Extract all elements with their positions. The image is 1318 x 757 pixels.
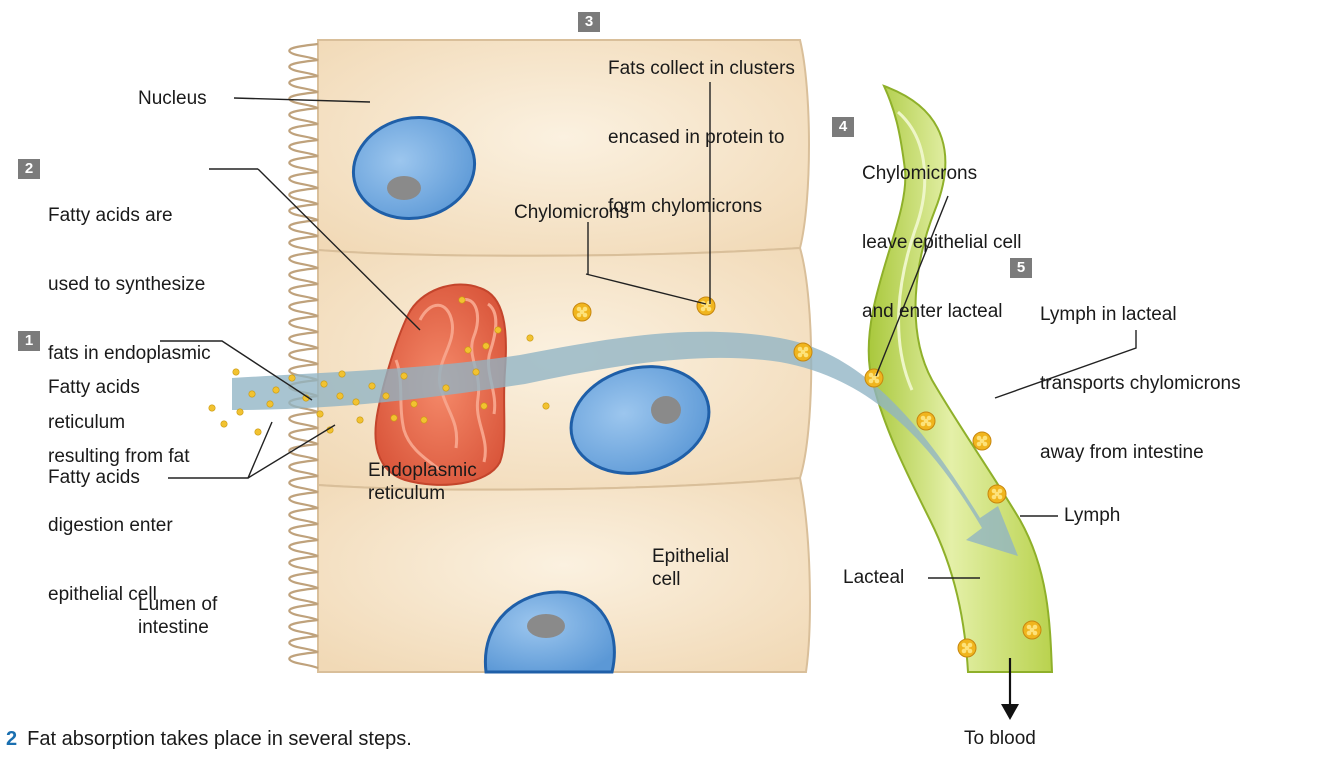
step-4-line: and enter lacteal — [862, 300, 1022, 323]
step-1-line: epithelial cell — [48, 583, 190, 606]
step-5-line: transports chylomicrons — [1040, 372, 1241, 395]
step-5-line: away from intestine — [1040, 441, 1241, 464]
fatty-acid-dot — [543, 403, 549, 409]
fatty-acid-dot — [495, 327, 501, 333]
epithelial-cell-label: Epithelial cell — [652, 545, 729, 591]
step-2: 2 Fatty acids are used to synthesize fat… — [18, 158, 211, 480]
step-5-line: Lymph in lacteal — [1040, 303, 1241, 326]
fatty-acid-dot — [401, 373, 407, 379]
step-3-line: encased in protein to — [608, 126, 795, 149]
chylomicron — [1023, 621, 1041, 639]
fatty-acid-dot — [255, 429, 261, 435]
step-3-text: Fats collect in clusters encased in prot… — [608, 11, 795, 264]
fatty-acid-dot — [391, 415, 397, 421]
fatty-acid-dot — [357, 417, 363, 423]
step-5: 5 Lymph in lacteal transports chylomicro… — [1010, 257, 1241, 510]
fatty-acid-dot — [339, 371, 345, 377]
fatty-acid-dot — [289, 375, 295, 381]
step-1-line: digestion enter — [48, 514, 190, 537]
nucleus-label: Nucleus — [138, 87, 207, 110]
fatty-acid-dot — [465, 347, 471, 353]
fatty-acid-dot — [267, 401, 273, 407]
caption-number: 2 — [6, 728, 17, 750]
fatty-acid-dot — [237, 409, 243, 415]
step-3-line: form chylomicrons — [608, 195, 795, 218]
epithelial-cell-label-line-1: Epithelial — [652, 545, 729, 568]
step-4-line: Chylomicrons — [862, 162, 1022, 185]
chylomicron — [865, 369, 883, 387]
step-3: 3 Fats collect in clusters encased in pr… — [578, 11, 795, 264]
fatty-acid-dot — [233, 369, 239, 375]
fatty-acid-dot — [443, 385, 449, 391]
microvilli — [289, 44, 318, 668]
fatty-acid-dot — [459, 297, 465, 303]
fatty-acid-dot — [317, 411, 323, 417]
step-5-number: 5 — [1010, 258, 1032, 278]
chylomicron — [973, 432, 991, 450]
step-2-line: Fatty acids are — [48, 204, 211, 227]
fatty-acid-dot — [353, 399, 359, 405]
step-2-number: 2 — [18, 159, 40, 179]
fatty-acid-dot — [369, 383, 375, 389]
fatty-acid-dot — [249, 391, 255, 397]
fatty-acid-dot — [383, 393, 389, 399]
chylomicron — [988, 485, 1006, 503]
step-2-line: reticulum — [48, 411, 211, 434]
step-4: 4 Chylomicrons leave epithelial cell and… — [832, 116, 1022, 369]
step-2-line: fats in endoplasmic — [48, 342, 211, 365]
fatty-acid-dot — [321, 381, 327, 387]
step-4-number: 4 — [832, 117, 854, 137]
figure-caption: 2 Fat absorption takes place in several s… — [6, 728, 412, 751]
caption-text: Fat absorption takes place in several st… — [27, 728, 412, 750]
fatty-acid-dot — [473, 369, 479, 375]
chylomicron — [794, 343, 812, 361]
er-label-line-2: reticulum — [368, 482, 477, 505]
er-label-line-1: Endoplasmic — [368, 459, 477, 482]
step-2-text: Fatty acids are used to synthesize fats … — [48, 158, 211, 480]
epithelial-cell-label-line-2: cell — [652, 568, 729, 591]
step-5-text: Lymph in lacteal transports chylomicrons… — [1040, 257, 1241, 510]
chylomicron — [917, 412, 935, 430]
fatty-acid-dot — [221, 421, 227, 427]
step-4-text: Chylomicrons leave epithelial cell and e… — [862, 116, 1022, 369]
fatty-acid-dot — [273, 387, 279, 393]
to-blood-label: To blood — [964, 727, 1036, 750]
fatty-acid-dot — [483, 343, 489, 349]
er-label: Endoplasmic reticulum — [368, 459, 477, 505]
step-3-line: Fats collect in clusters — [608, 57, 795, 80]
chylomicron — [958, 639, 976, 657]
chylomicron — [573, 303, 591, 321]
step-4-line: leave epithelial cell — [862, 231, 1022, 254]
step-2-line: used to synthesize — [48, 273, 211, 296]
fatty-acid-dot — [421, 417, 427, 423]
step-3-number: 3 — [578, 12, 600, 32]
chylomicron — [697, 297, 715, 315]
lacteal-label: Lacteal — [843, 566, 904, 589]
fatty-acid-dot — [411, 401, 417, 407]
fatty-acid-dot — [337, 393, 343, 399]
fatty-acid-dot — [527, 335, 533, 341]
fatty-acid-dot — [481, 403, 487, 409]
